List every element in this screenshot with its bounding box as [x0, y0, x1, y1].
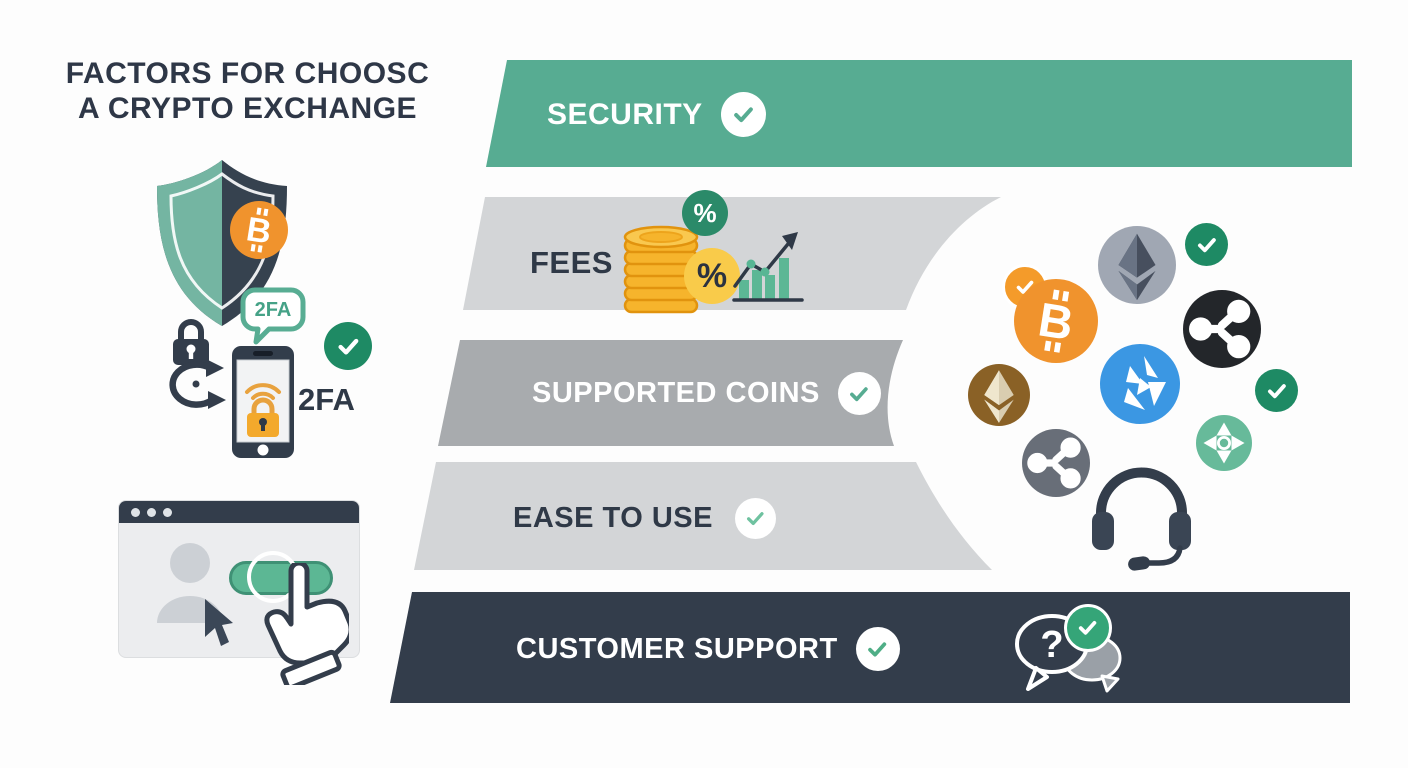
band-fees	[463, 197, 1001, 310]
ease-to-use-row: EASE TO USE	[513, 498, 776, 539]
lock-icon	[173, 319, 209, 365]
bitcoin-glyph: B	[1035, 289, 1077, 353]
checkmark-icon	[868, 642, 887, 657]
ease-to-use-check-badge	[734, 498, 776, 539]
browser-titlebar	[119, 501, 359, 523]
checkmark-icon	[1079, 621, 1097, 636]
ethereum-glyph	[1118, 233, 1156, 301]
blue-coin-icon	[1100, 344, 1180, 424]
fees-label: FEES	[530, 245, 613, 280]
ripple-glyph	[1027, 437, 1081, 489]
percent-text: %	[696, 256, 728, 295]
teal-coin-icon	[1196, 415, 1252, 471]
checkmark-icon	[747, 512, 764, 526]
blue-coin-glyph	[1124, 356, 1166, 410]
cursor-icon	[205, 599, 233, 646]
window-dot-icon	[147, 507, 156, 517]
question-mark-text: ?	[1040, 624, 1063, 666]
ripple-icon	[1183, 290, 1261, 368]
window-dot-icon	[131, 507, 140, 517]
ease-to-use-label: EASE TO USE	[513, 502, 713, 534]
phone-icon	[232, 346, 294, 458]
2fa-check-badge	[324, 322, 372, 370]
page-title-line1: FACTORS FOR CHOOSC	[65, 57, 430, 90]
headset-icon	[1092, 467, 1191, 571]
checkmark-icon	[338, 338, 358, 355]
coin-check-green-1	[1185, 223, 1228, 266]
ripple-glyph	[1189, 299, 1251, 359]
supported-coins-check-badge	[837, 372, 881, 415]
teal-coin-glyph	[1203, 422, 1245, 464]
checkmark-icon	[1016, 280, 1034, 294]
security-label: SECURITY	[547, 98, 703, 131]
checkmark-icon	[733, 107, 753, 123]
percent-text: %	[693, 197, 717, 228]
supported-coins-row: SUPPORTED COINS	[532, 372, 881, 415]
bitcoin-symbol: B	[1035, 293, 1077, 351]
customer-support-row: CUSTOMER SUPPORT	[516, 627, 900, 671]
2fa-bubble-text: 2FA	[255, 299, 292, 321]
checkmark-icon	[850, 386, 869, 401]
percent-badge-yellow: %	[684, 248, 740, 304]
coin-check-green-2	[1255, 369, 1298, 412]
band-security	[486, 60, 1352, 167]
window-dot-icon	[163, 507, 172, 517]
browser-window-icon	[118, 500, 360, 685]
ethereum-glyph	[984, 370, 1014, 423]
ethereum-icon	[1098, 226, 1176, 304]
security-row: SECURITY	[547, 92, 766, 137]
ethereum-gold-icon	[968, 364, 1030, 426]
checkmark-icon	[1267, 383, 1286, 398]
twofa-label: 2FA	[298, 382, 355, 417]
customer-support-check-badge	[855, 627, 900, 671]
growth-chart-icon	[732, 232, 804, 302]
customer-support-label: CUSTOMER SUPPORT	[516, 633, 838, 665]
band-supported-coins	[438, 340, 903, 446]
security-check-badge	[720, 92, 766, 137]
hand-pointer-icon	[264, 563, 349, 685]
bitcoin-coin-icon: B	[1014, 279, 1098, 363]
bitcoin-icon: B	[230, 201, 288, 259]
page-title-line2: A CRYPTO EXCHANGE	[77, 92, 418, 125]
band-ease-to-use	[414, 462, 992, 570]
ripple-gray-icon	[1022, 429, 1090, 497]
2fa-bubble-icon: 2FA	[240, 287, 306, 345]
page-title: FACTORS FOR CHOOSC A CRYPTO EXCHANGE	[55, 56, 440, 126]
sync-arrows-icon	[169, 359, 226, 409]
bitcoin-symbol: B	[244, 210, 274, 251]
percent-badge-green: %	[682, 190, 728, 236]
chat-check-badge	[1064, 604, 1112, 652]
supported-coins-label: SUPPORTED COINS	[532, 377, 820, 409]
checkmark-icon	[1197, 237, 1216, 252]
